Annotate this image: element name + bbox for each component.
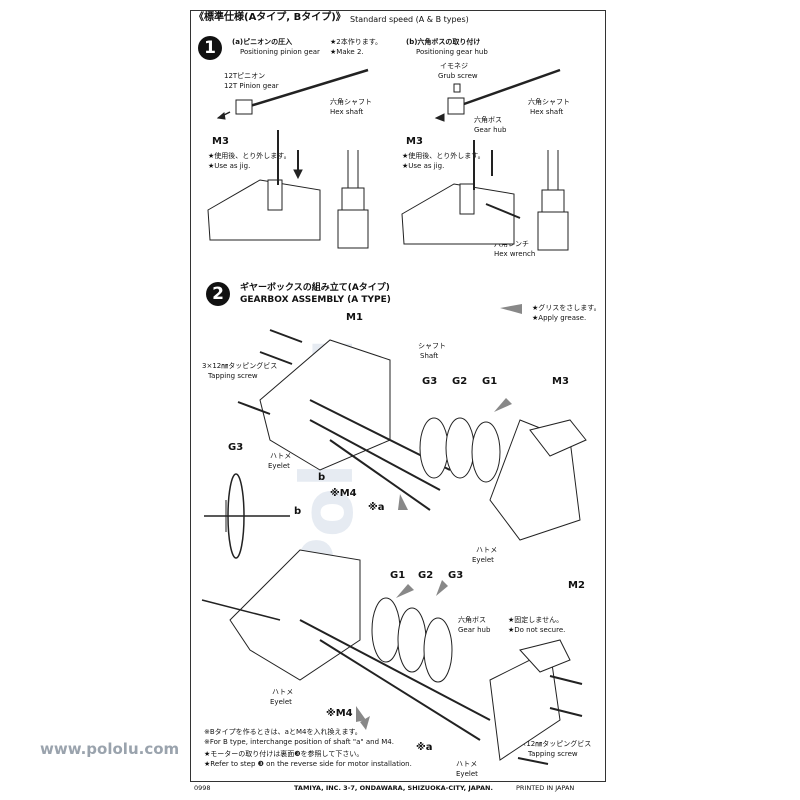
pinion-label-en: 12T Pinion gear bbox=[224, 82, 279, 90]
grub-screw bbox=[453, 83, 461, 93]
inset-g3-label: G3 bbox=[228, 442, 244, 453]
footer-printed: PRINTED IN JAPAN bbox=[516, 784, 575, 792]
jig-base-a bbox=[207, 179, 321, 241]
gear-g2-upper bbox=[445, 417, 475, 479]
gear-g2-lower bbox=[397, 607, 427, 673]
shaft-upper-2 bbox=[309, 419, 441, 491]
eyelet2-label-en-lower: Eyelet bbox=[456, 770, 478, 778]
note-motor-en: ★Refer to step ❸ on the reverse side for… bbox=[204, 760, 412, 768]
step2-number: 2 bbox=[206, 282, 230, 306]
gear-hub-b bbox=[447, 97, 465, 115]
note-b-type-jp: ※Bタイプを作るときは、aとM4を入れ換えます。 bbox=[204, 728, 362, 736]
gear-g3-lower bbox=[423, 617, 453, 683]
step1b-title-jp: (b)六角ボスの取り付け bbox=[406, 38, 481, 46]
pinion-gear-a bbox=[235, 99, 253, 115]
gear-g1-lower bbox=[371, 597, 401, 663]
motor-m4-label-lower: ※M4 bbox=[326, 708, 353, 719]
grub-label-jp: イモネジ bbox=[440, 62, 468, 70]
part-m1-label: M1 bbox=[346, 312, 363, 323]
shaft-a-label-upper: ※a bbox=[368, 502, 385, 513]
watermark-url: www.pololu.com bbox=[40, 740, 180, 758]
bracket-m3 bbox=[529, 419, 587, 457]
shaft-b-label-upper: b bbox=[318, 472, 326, 483]
gear-g1-label-upper: G1 bbox=[482, 376, 498, 387]
eyelet-label-en-upper: Eyelet bbox=[268, 462, 290, 470]
step2-title-jp: ギヤーボックスの組み立て(Aタイプ) bbox=[240, 283, 390, 293]
gear-hub-label-en-lower: Gear hub bbox=[458, 626, 491, 634]
hex-wrench bbox=[485, 203, 521, 219]
tapping-screw-label-en: Tapping screw bbox=[208, 372, 258, 380]
step1-number: 1 bbox=[198, 36, 222, 60]
grub-label-en: Grub screw bbox=[438, 72, 478, 80]
gear-g3-label-upper: G3 bbox=[422, 376, 438, 387]
hex-shaft-b-label-jp: 六角シャフト bbox=[528, 98, 570, 106]
note-b-type-en: ※For B type, interchange position of sha… bbox=[204, 738, 394, 746]
step2-title-en: GEARBOX ASSEMBLY (A TYPE) bbox=[240, 295, 391, 305]
gear-g1-upper bbox=[471, 421, 501, 483]
step1a-title-en: Positioning pinion gear bbox=[240, 48, 320, 56]
not-secure-note-jp: ★固定しません。 bbox=[508, 616, 564, 624]
tapping-screw-label-jp-lower: 3×12㎜タッピングビス bbox=[516, 740, 592, 748]
gearbox-frame-lower bbox=[229, 549, 361, 681]
grease-note-en: ★Apply grease. bbox=[532, 314, 587, 322]
footer-company: TAMIYA, INC. 3-7, ONDAWARA, SHIZUOKA-CIT… bbox=[294, 784, 493, 792]
jig-m3-label-a: M3 bbox=[212, 136, 229, 147]
bracket-m2 bbox=[519, 639, 571, 673]
step1a-title-jp: (a)ピニオンの圧入 bbox=[232, 38, 293, 46]
jig-note-en-b: ★Use as jig. bbox=[402, 162, 445, 170]
sheet-border bbox=[190, 10, 606, 782]
eyelet2-label-jp-lower: ハトメ bbox=[456, 760, 478, 768]
hex-shaft-b-label-en: Hex shaft bbox=[530, 108, 564, 116]
step1a-note-en: ★Make 2. bbox=[330, 48, 364, 56]
jig-note-en-a: ★Use as jig. bbox=[208, 162, 251, 170]
hex-wrench-label-en: Hex wrench bbox=[494, 250, 536, 258]
eyelet2-label-en-upper: Eyelet bbox=[472, 556, 494, 564]
jig-note-jp-a: ★使用後、とり外します。 bbox=[208, 152, 291, 160]
step1b-title-en: Positioning gear hub bbox=[416, 48, 488, 56]
not-secure-note-en: ★Do not secure. bbox=[508, 626, 566, 634]
shaft-upper-3 bbox=[329, 439, 431, 511]
shaft-label-jp: シャフト bbox=[418, 342, 446, 350]
part-m3-label: M3 bbox=[552, 376, 569, 387]
inset-b-label: b bbox=[294, 506, 302, 517]
tapping-screw-label-en-lower: Tapping screw bbox=[528, 750, 578, 758]
pinion-label-jp: 12Tピニオン bbox=[224, 72, 266, 80]
gear-g3-label-lower: G3 bbox=[448, 570, 464, 581]
gear-g2-label-lower: G2 bbox=[418, 570, 434, 581]
step1a-note-jp: ★2本作ります。 bbox=[330, 38, 383, 46]
header-title-jp: 《標準仕様(Aタイプ, Bタイプ)》 bbox=[194, 12, 346, 23]
shaft-lower-2 bbox=[319, 639, 481, 741]
gear-hub-label-en: Gear hub bbox=[474, 126, 507, 134]
footer-code: 0998 bbox=[194, 784, 211, 792]
instruction-sheet: Pololu 《標準仕様(Aタイプ, Bタイプ)》 Standard speed… bbox=[190, 0, 610, 800]
hex-shaft-a bbox=[249, 68, 369, 108]
hex-shaft-label-en: Hex shaft bbox=[330, 108, 364, 116]
grease-arrows bbox=[356, 304, 522, 730]
motor-m4-label-upper: ※M4 bbox=[330, 488, 357, 499]
hex-shaft-b bbox=[463, 68, 561, 106]
shaft-lower-1 bbox=[299, 619, 491, 721]
tapping-screw-label-jp: 3×12㎜タッピングビス bbox=[202, 362, 278, 370]
gear-g1-label-lower: G1 bbox=[390, 570, 406, 581]
diagram-drawings bbox=[201, 68, 587, 765]
hex-shaft-label-jp: 六角シャフト bbox=[330, 98, 372, 106]
note-motor-jp: ★モーターの取り付けは裏面❸を参照して下さい。 bbox=[204, 750, 364, 758]
jig-m3-label-b: M3 bbox=[406, 136, 423, 147]
eyelet-label-jp-lower: ハトメ bbox=[272, 688, 294, 696]
jig-note-jp-b: ★使用後、とり外します。 bbox=[402, 152, 485, 160]
gear-g3-upper bbox=[419, 417, 449, 479]
eyelet2-label-jp-upper: ハトメ bbox=[476, 546, 498, 554]
eyelet-label-en-lower: Eyelet bbox=[270, 698, 292, 706]
shaft-a-label-lower: ※a bbox=[416, 742, 433, 753]
shaft-label-en: Shaft bbox=[420, 352, 439, 360]
gear-hub-label-jp: 六角ボス bbox=[474, 116, 502, 124]
jig-base-b bbox=[401, 183, 515, 245]
gear-hub-label-jp-lower: 六角ボス bbox=[458, 616, 486, 624]
eyelet-label-jp-upper: ハトメ bbox=[270, 452, 292, 460]
grease-note-jp: ★グリスをさします。 bbox=[532, 304, 601, 312]
part-m2-label: M2 bbox=[568, 580, 585, 591]
gear-g2-label-upper: G2 bbox=[452, 376, 468, 387]
header-title-en: Standard speed (A & B types) bbox=[350, 15, 469, 24]
